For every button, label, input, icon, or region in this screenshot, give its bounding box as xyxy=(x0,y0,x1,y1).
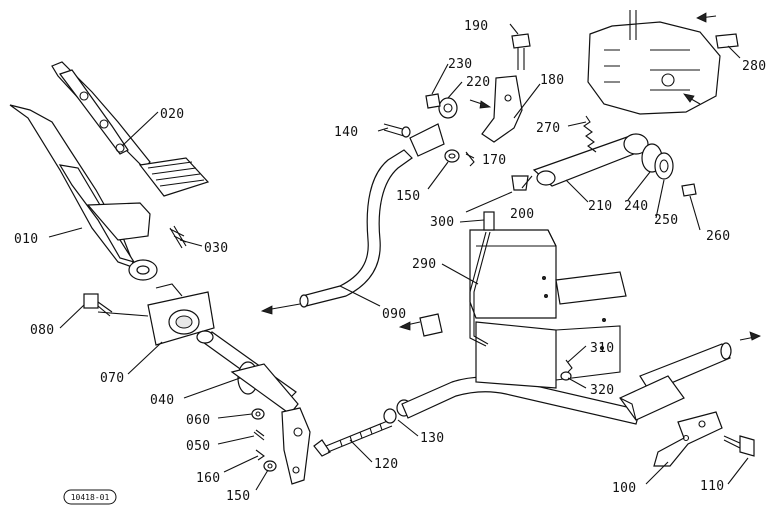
nut-230 xyxy=(425,93,441,109)
label-180: 180 xyxy=(540,73,564,88)
label-190: 190 xyxy=(464,19,488,34)
label-150-lower: 150 xyxy=(226,489,250,504)
label-250: 250 xyxy=(654,213,678,228)
label-170: 170 xyxy=(482,153,506,168)
washer-150-lower xyxy=(263,460,277,472)
label-280: 280 xyxy=(742,59,766,74)
pedal-pad-020 xyxy=(138,157,210,197)
part-labels: 010 020 030 040 050 060 070 080 090 100 … xyxy=(14,19,766,504)
label-010: 010 xyxy=(14,232,38,247)
pedal-bracket-010 xyxy=(9,104,158,281)
upper-rod-090 xyxy=(299,149,413,308)
label-110: 110 xyxy=(700,479,724,494)
washer-060 xyxy=(251,408,265,420)
pin-140 xyxy=(383,123,411,138)
label-210: 210 xyxy=(588,199,612,214)
link-180 xyxy=(409,75,523,157)
label-270: 270 xyxy=(536,121,560,136)
label-150-upper: 150 xyxy=(396,189,420,204)
mount-bracket xyxy=(469,229,627,389)
label-260: 260 xyxy=(706,229,730,244)
bolt-190 xyxy=(511,33,531,70)
label-130: 130 xyxy=(420,431,444,446)
bolt-260 xyxy=(681,183,697,197)
clip-160 xyxy=(255,449,265,461)
label-240: 240 xyxy=(624,199,648,214)
label-040: 040 xyxy=(150,393,174,408)
label-140: 140 xyxy=(334,125,358,140)
plate-280 xyxy=(715,33,739,49)
main-control-rod xyxy=(401,376,641,425)
spring-270 xyxy=(583,115,597,153)
label-220: 220 xyxy=(466,75,490,90)
threaded-rod-120 xyxy=(313,419,393,457)
label-200: 200 xyxy=(510,207,534,222)
nut-220 xyxy=(438,97,458,119)
pivot-plate-070 xyxy=(147,283,215,346)
washer-150-upper xyxy=(444,149,460,163)
label-060: 060 xyxy=(186,413,210,428)
reference-code: 10418-01 xyxy=(71,493,110,502)
leader-lines xyxy=(48,23,749,491)
reference-code-box: 10418-01 xyxy=(63,489,117,505)
label-300: 300 xyxy=(430,215,454,230)
pin-300 xyxy=(483,211,495,231)
bushing-250 xyxy=(654,152,674,180)
bushing-200 xyxy=(511,175,529,191)
label-310: 310 xyxy=(590,341,614,356)
label-120: 120 xyxy=(374,457,398,472)
link-rod-290 xyxy=(419,231,491,347)
pin-050 xyxy=(253,429,265,441)
label-030: 030 xyxy=(204,241,228,256)
bolt-110 xyxy=(723,435,755,457)
label-070: 070 xyxy=(100,371,124,386)
label-050: 050 xyxy=(186,439,210,454)
clip-310 xyxy=(565,359,573,373)
label-290: 290 xyxy=(412,257,436,272)
cross-bar xyxy=(619,342,732,421)
bolt-080 xyxy=(83,293,149,317)
label-020: 020 xyxy=(160,107,184,122)
mount-plate-100 xyxy=(653,411,723,467)
label-320: 320 xyxy=(590,383,614,398)
label-230: 230 xyxy=(448,57,472,72)
label-090: 090 xyxy=(382,307,406,322)
label-160: 160 xyxy=(196,471,220,486)
direction-arrows xyxy=(260,12,761,341)
lever-arm xyxy=(281,407,311,485)
transmission-housing xyxy=(587,10,721,115)
label-080: 080 xyxy=(30,323,54,338)
cross-shaft-040 xyxy=(196,330,299,415)
lever-210 xyxy=(532,133,649,187)
spring-pin-030 xyxy=(169,225,187,249)
label-100: 100 xyxy=(612,481,636,496)
